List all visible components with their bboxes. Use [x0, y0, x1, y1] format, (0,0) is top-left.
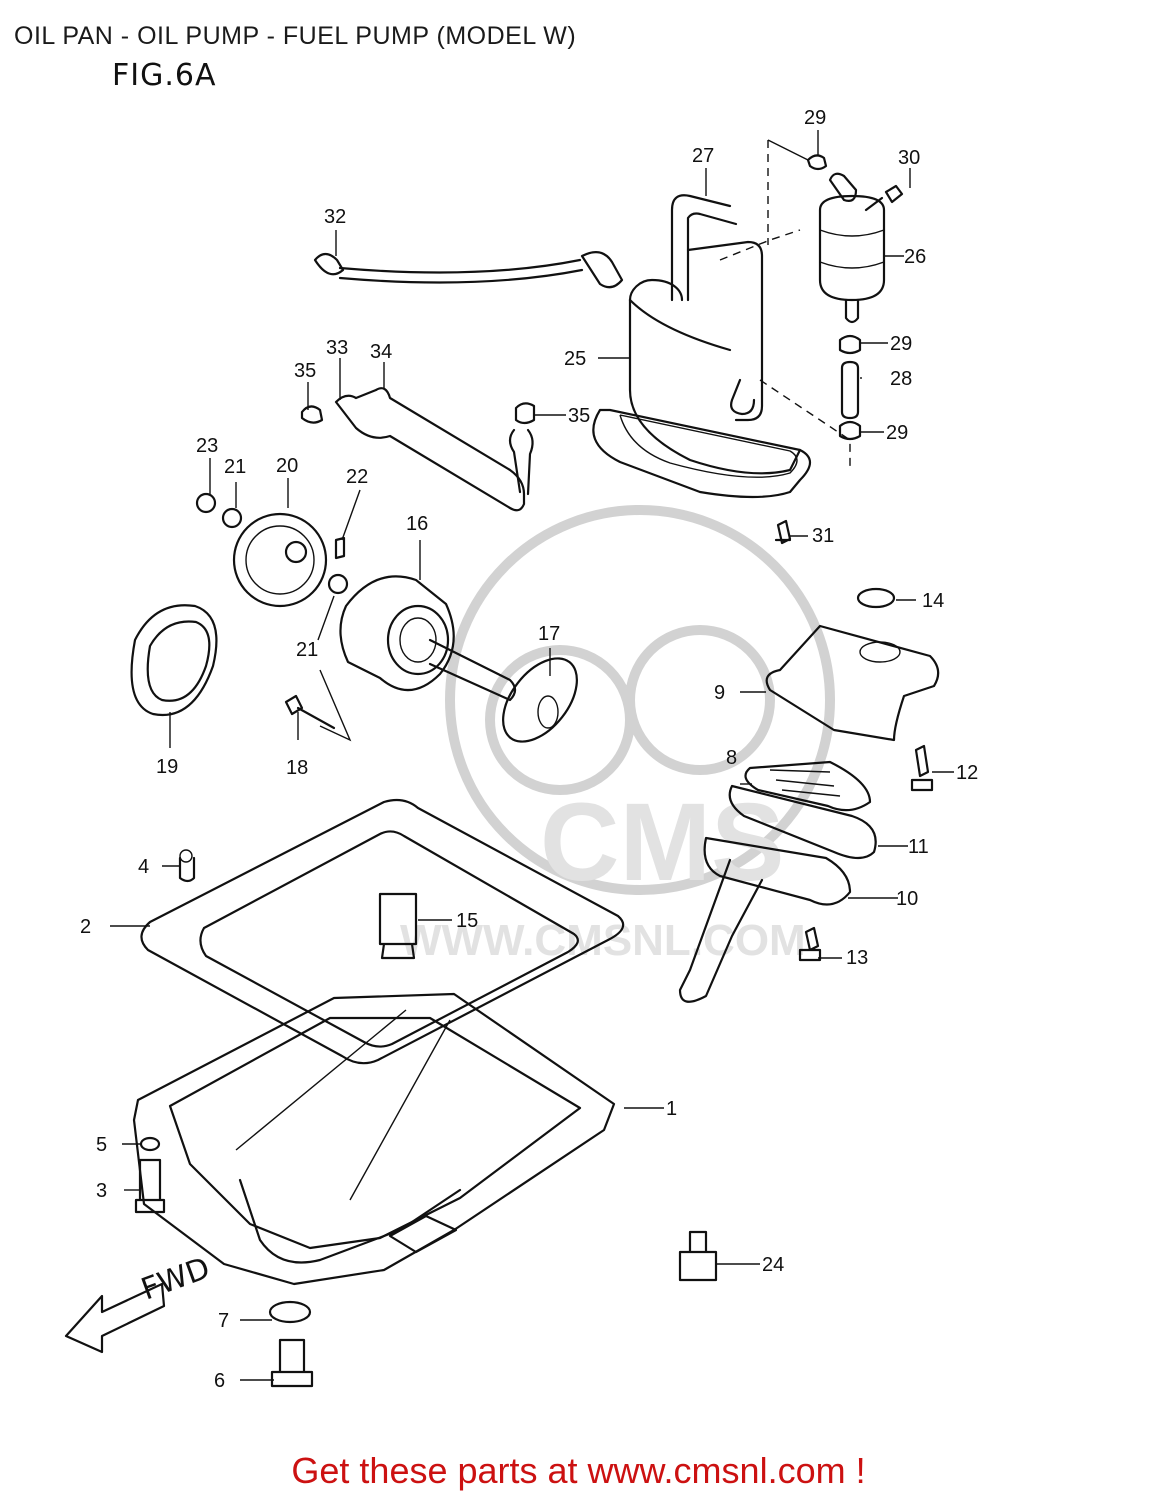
- leader-dash-c: [759, 379, 851, 470]
- callout-24: 24: [762, 1254, 784, 1276]
- callout-16: 16: [406, 513, 428, 535]
- callout-9: 9: [714, 682, 725, 704]
- callout-6: 6: [214, 1370, 225, 1392]
- callout-8: 8: [726, 747, 737, 769]
- callout-5: 5: [96, 1134, 107, 1156]
- callout-21a: 21: [224, 456, 246, 478]
- leader-dash-d: [767, 139, 809, 161]
- callout-21b: 21: [296, 639, 318, 661]
- callout-14: 14: [922, 590, 944, 612]
- oil-pan-gasket: [140, 798, 625, 1065]
- callout-32: 32: [324, 206, 346, 228]
- callout-13: 13: [846, 947, 868, 969]
- callout-18: 18: [286, 757, 308, 779]
- callout-7: 7: [218, 1310, 229, 1332]
- fwd-label: FWD: [137, 1251, 215, 1308]
- callout-26: 26: [904, 246, 926, 268]
- oil-pump: [284, 575, 578, 743]
- callout-3: 3: [96, 1180, 107, 1202]
- callout-28: 28: [890, 368, 912, 390]
- callout-29b: 29: [890, 333, 912, 355]
- callout-10: 10: [896, 888, 918, 910]
- oil-pump-chain: [130, 604, 218, 717]
- callout-29c: 29: [886, 422, 908, 444]
- callout-35b: 35: [568, 405, 590, 427]
- fuel-pump-assembly: [592, 194, 812, 499]
- callout-11: 11: [908, 836, 929, 858]
- callout-30: 30: [898, 147, 920, 169]
- oil-pump-drive: [195, 492, 349, 608]
- watermark-logo-text: CMS: [540, 781, 784, 904]
- callout-23: 23: [196, 435, 218, 457]
- callout-22: 22: [346, 466, 368, 488]
- oil-pan: [132, 992, 616, 1286]
- callout-17: 17: [538, 623, 560, 645]
- drain-hardware: [134, 1136, 718, 1388]
- page-title: OIL PAN - OIL PUMP - FUEL PUMP (MODEL W): [14, 22, 577, 50]
- callout-33: 33: [326, 337, 348, 359]
- fuel-hose-assembly: [300, 387, 536, 512]
- callout-35a: 35: [294, 360, 316, 382]
- callout-34: 34: [370, 341, 392, 363]
- callout-29a: 29: [804, 107, 826, 129]
- callouts: 1 2 3 4 5 6 7 8 9 10 11 12 13 14 15 16 1…: [80, 107, 978, 1392]
- callout-19: 19: [156, 756, 178, 778]
- bolt-31: [774, 519, 792, 545]
- fuel-filter-assembly: [806, 154, 904, 441]
- callout-31: 31: [812, 525, 834, 547]
- callout-leaders: [110, 130, 954, 1381]
- callout-27: 27: [692, 145, 714, 167]
- callout-20: 20: [276, 455, 298, 477]
- oil-strainer-assembly: [678, 587, 940, 1003]
- fuel-pump-lead-wire: [313, 251, 624, 289]
- callout-4: 4: [138, 856, 149, 878]
- watermark: CMS WWW.CMSNL.COM: [400, 505, 835, 965]
- callout-12: 12: [956, 762, 978, 784]
- callout-2: 2: [80, 916, 91, 938]
- callout-15: 15: [456, 910, 478, 932]
- callout-1: 1: [666, 1098, 677, 1120]
- footer-promo-link[interactable]: Get these parts at www.cmsnl.com !: [291, 1450, 866, 1491]
- callout-25: 25: [564, 348, 586, 370]
- figure-number: FIG.6A: [112, 58, 217, 93]
- leader-dash-a: [719, 229, 801, 261]
- forward-arrow: FWD: [64, 1251, 215, 1354]
